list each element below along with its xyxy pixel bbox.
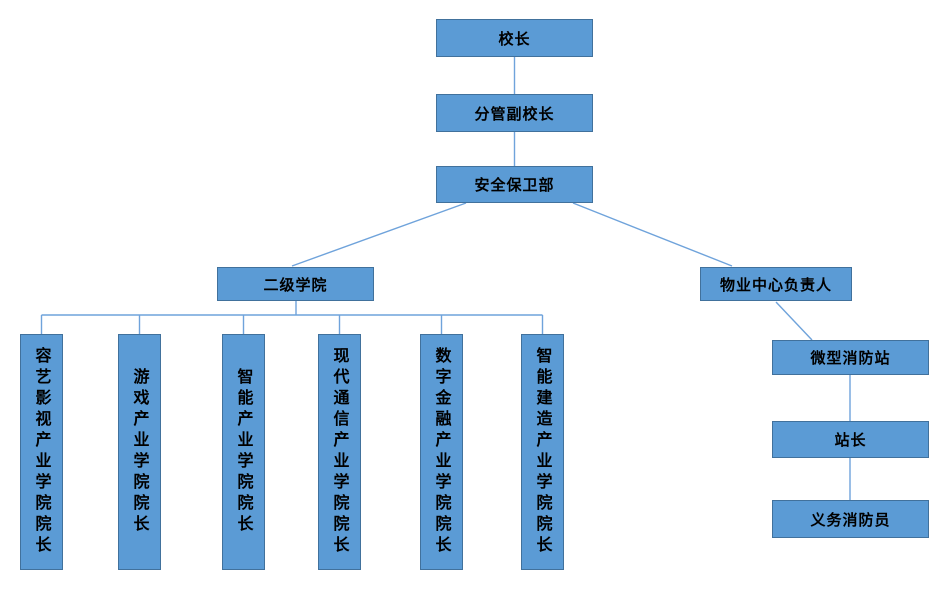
node-principal: 校长 — [436, 19, 593, 57]
connector-security-property — [572, 202, 733, 267]
node-college-intelligent-construction-dean: 智能建造产业学院院长 — [521, 334, 564, 570]
node-college-game-industry-dean: 游戏产业学院院长 — [118, 334, 161, 570]
node-college-rongyi-film-tv-dean: 容艺影视产业学院院长 — [20, 334, 63, 570]
node-college-modern-communication-dean: 现代通信产业学院院长 — [318, 334, 361, 570]
node-station-chief: 站长 — [772, 421, 929, 458]
connector-security-colleges — [291, 202, 467, 267]
node-security-department: 安全保卫部 — [436, 166, 593, 203]
node-volunteer-firefighter: 义务消防员 — [772, 500, 929, 538]
node-vice-principal: 分管副校长 — [436, 94, 593, 132]
node-property-center-manager: 物业中心负责人 — [700, 267, 852, 301]
node-college-intelligent-industry-dean: 智能产业学院院长 — [222, 334, 265, 570]
node-college-digital-finance-dean: 数字金融产业学院院长 — [420, 334, 463, 570]
connector-property-firestation — [775, 301, 813, 341]
node-secondary-colleges: 二级学院 — [217, 267, 374, 301]
node-micro-fire-station: 微型消防站 — [772, 340, 929, 375]
